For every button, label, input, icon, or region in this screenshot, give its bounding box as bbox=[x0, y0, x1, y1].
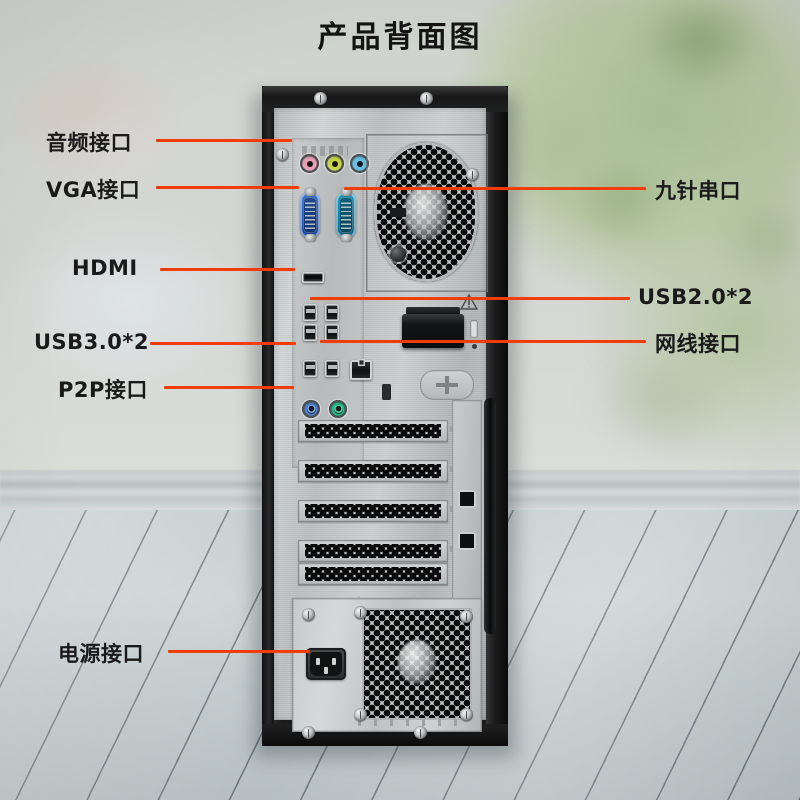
usb3-port-b bbox=[325, 360, 339, 377]
psu-tab-row bbox=[358, 719, 470, 726]
card-port-b bbox=[458, 532, 476, 550]
power-pin-ground bbox=[324, 667, 328, 674]
power-pin-line bbox=[316, 658, 320, 665]
callout-label-hdmi: HDMI bbox=[72, 256, 138, 280]
leader-line-p2p bbox=[164, 386, 294, 389]
rear-metal-panel bbox=[274, 108, 496, 732]
ethernet-rj45-port bbox=[350, 359, 372, 380]
leader-line-usb2 bbox=[310, 297, 630, 300]
power-supply-unit bbox=[292, 598, 482, 732]
expansion-slot-cover-4 bbox=[298, 540, 448, 562]
line-out-jack bbox=[325, 154, 344, 173]
callout-label-serial: 九针串口 bbox=[655, 179, 741, 203]
vga-port bbox=[300, 188, 320, 242]
panel-screw-left bbox=[276, 148, 289, 161]
microphone-jack bbox=[300, 154, 319, 173]
callout-label-p2p: P2P接口 bbox=[58, 378, 148, 402]
psu-screw-tm bbox=[354, 606, 367, 619]
serial-screw-post-bottom bbox=[340, 234, 352, 242]
callout-label-usb2: USB2.0*2 bbox=[638, 285, 753, 309]
card-port-a bbox=[458, 490, 476, 508]
cover-block-lip bbox=[406, 307, 460, 315]
page-title: 产品背面图 bbox=[317, 20, 483, 55]
psu-screw-tr bbox=[460, 610, 473, 623]
square-knockout bbox=[382, 384, 391, 400]
usb2-port-upper-b bbox=[325, 304, 339, 321]
expansion-slot-cover-2 bbox=[298, 460, 448, 482]
usb2-port-upper bbox=[303, 304, 317, 321]
line-in-jack bbox=[350, 154, 369, 173]
expansion-slot-cover-1 bbox=[298, 420, 448, 442]
knockout-plug bbox=[390, 246, 406, 262]
power-inlet-c14 bbox=[306, 648, 346, 680]
ps2-keyboard-port bbox=[302, 400, 320, 418]
vga-screw-post-bottom bbox=[304, 234, 316, 242]
callout-label-lan: 网线接口 bbox=[655, 332, 741, 356]
bottom-thumbscrew-left bbox=[302, 726, 315, 739]
panel-screw-right bbox=[466, 168, 479, 181]
aux-dot bbox=[472, 344, 477, 349]
serial-screw-post-top bbox=[340, 188, 352, 196]
serial-pins bbox=[341, 201, 351, 229]
power-pin-neutral bbox=[332, 658, 336, 665]
vga-pins bbox=[305, 201, 315, 229]
bottom-thumbscrew-right bbox=[414, 726, 427, 739]
psu-screw-br bbox=[460, 708, 473, 721]
usb2-port-lower bbox=[303, 324, 317, 341]
card-retention-rail bbox=[452, 400, 482, 632]
leader-line-usb3 bbox=[150, 342, 296, 345]
vga-screw-post-top bbox=[304, 188, 316, 196]
top-thumbscrew-left bbox=[314, 92, 327, 105]
chassis-left-edge bbox=[262, 86, 274, 746]
rear-fan-hub bbox=[404, 184, 448, 240]
callout-label-usb3: USB3.0*2 bbox=[34, 330, 149, 354]
leader-line-lan bbox=[320, 340, 646, 343]
usb2-port-lower-b bbox=[325, 324, 339, 341]
leader-line-vga bbox=[156, 186, 299, 189]
side-panel-handle bbox=[484, 398, 496, 634]
top-thumbscrew-right bbox=[420, 92, 433, 105]
hdmi-port bbox=[302, 272, 324, 283]
usb3-port-a bbox=[303, 360, 317, 377]
expansion-slot-cover-5 bbox=[298, 563, 448, 585]
psu-screw-tl bbox=[302, 608, 315, 621]
leader-line-serial bbox=[344, 187, 646, 190]
slot-perforation bbox=[305, 464, 441, 478]
leader-line-audio bbox=[156, 139, 292, 142]
psu-screw-bm bbox=[354, 708, 367, 721]
callout-label-audio: 音频接口 bbox=[46, 131, 132, 155]
callout-label-power: 电源接口 bbox=[58, 642, 144, 666]
desktop-tower-rear bbox=[254, 86, 516, 758]
serial-port-db9 bbox=[336, 188, 356, 242]
psu-fan-hub bbox=[398, 639, 436, 684]
io-shield-etching bbox=[302, 146, 348, 156]
vent-tab bbox=[390, 208, 406, 217]
expansion-slot-cover-3 bbox=[298, 500, 448, 522]
aux-slot bbox=[470, 320, 478, 338]
leader-line-hdmi bbox=[160, 268, 295, 271]
slot-perforation bbox=[305, 504, 441, 518]
chassis-top-bezel bbox=[262, 86, 508, 112]
slot-perforation bbox=[305, 544, 441, 558]
leader-line-power bbox=[168, 650, 310, 653]
slot-perforation bbox=[305, 424, 441, 438]
psu-fan-grille bbox=[362, 608, 472, 720]
callout-label-vga: VGA接口 bbox=[46, 178, 141, 202]
warning-triangle-icon bbox=[460, 294, 478, 310]
slot-perforation bbox=[305, 567, 441, 581]
thumb-plate bbox=[420, 370, 474, 400]
ps2-mouse-port bbox=[329, 400, 347, 418]
